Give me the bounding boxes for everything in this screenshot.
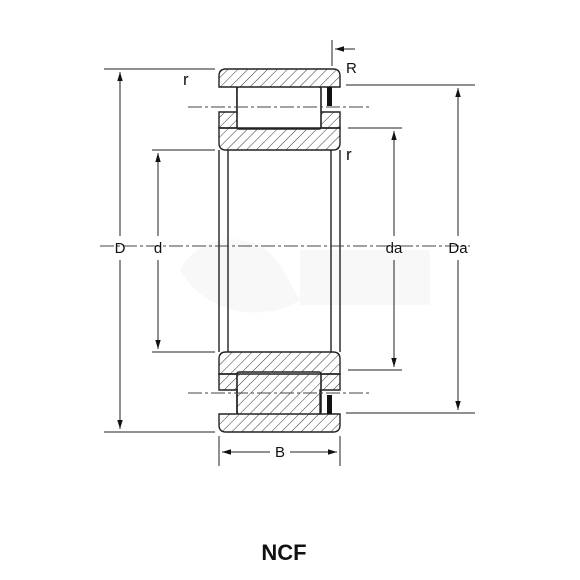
watermark-logo: [180, 239, 430, 313]
outer-ring-bottom: [218, 373, 341, 433]
bore-section: [100, 150, 470, 352]
bottom-bearing-section: [188, 351, 372, 433]
dimension-Da: Da: [346, 84, 475, 414]
label-da: da: [386, 240, 403, 257]
top-bearing-section: [188, 68, 372, 151]
label-D: D: [115, 240, 126, 257]
label-B: B: [275, 444, 285, 461]
snap-ring-top: [327, 87, 332, 106]
dimension-D: D: [104, 68, 215, 433]
dimension-d: d: [152, 149, 215, 353]
label-d: d: [154, 240, 162, 257]
label-Da: Da: [448, 240, 468, 257]
dimension-da: da: [348, 127, 403, 371]
roller-top: [236, 86, 322, 130]
bearing-type-caption: NCF: [261, 540, 306, 565]
snap-ring-bottom: [327, 395, 332, 414]
label-r-mid: r: [346, 145, 352, 164]
inner-ring-bottom: [218, 351, 341, 375]
dimension-R: R: [331, 40, 357, 77]
label-r-top: r: [183, 70, 189, 89]
label-R: R: [346, 60, 357, 77]
inner-ring-top: [218, 127, 341, 151]
dimension-B: B: [218, 436, 341, 466]
